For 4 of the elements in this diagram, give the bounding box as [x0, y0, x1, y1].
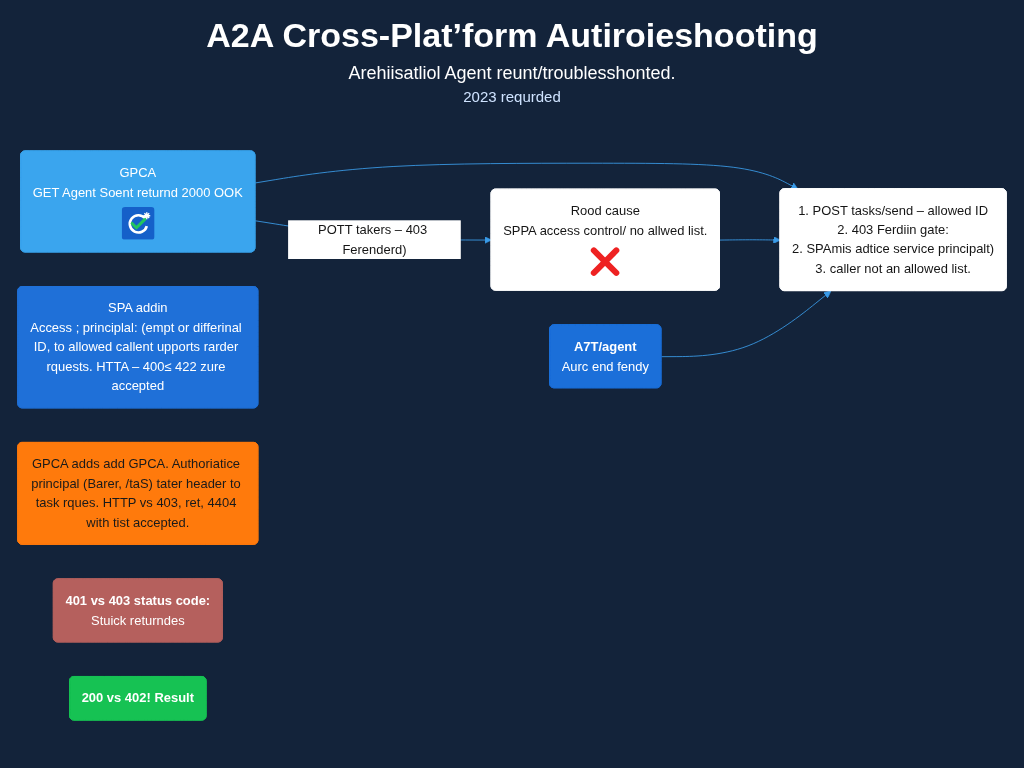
- edge-label: POTT takers – 403 Ferenderd): [318, 221, 428, 257]
- subtitle: Arehiisatliol Agent reunt/troublesshonted.: [348, 63, 676, 84]
- title: A2A Cross-Plat’form Autiroieshooting: [206, 16, 818, 55]
- annotation-text: 2023 requrded: [463, 88, 561, 105]
